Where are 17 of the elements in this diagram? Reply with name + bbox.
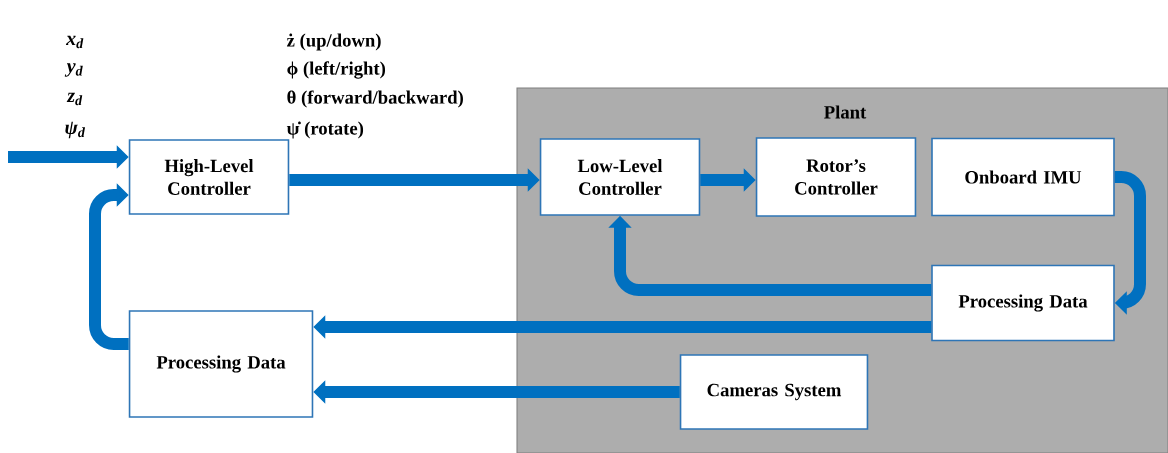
variable-label: ψ̇ (rotate) — [286, 121, 364, 139]
process-box: Processing Data — [128, 310, 314, 418]
process-box: High-Level Controller — [128, 139, 290, 215]
process-box: Cameras System — [679, 354, 869, 430]
process-box: Processing Data — [931, 264, 1115, 342]
process-box: Low-Level Controller — [539, 138, 701, 216]
symbol-label: ψ$_{d}$ — [65, 121, 86, 139]
variable-label: ż (up/down) — [286, 33, 381, 51]
symbol-label: x$_{d}$ — [65, 35, 84, 49]
process-box: Rotor’s Controller — [755, 137, 917, 217]
process-box: Onboard IMU — [931, 137, 1115, 217]
arrow — [1114, 171, 1146, 315]
variable-label: ϕ (left/right) — [287, 61, 386, 79]
arrow — [89, 183, 129, 350]
symbol-label: z$_{d}$ — [66, 92, 83, 106]
symbol-label: y$_{d}$ — [64, 63, 83, 77]
variable-label: θ (forward/backward) — [287, 90, 463, 108]
